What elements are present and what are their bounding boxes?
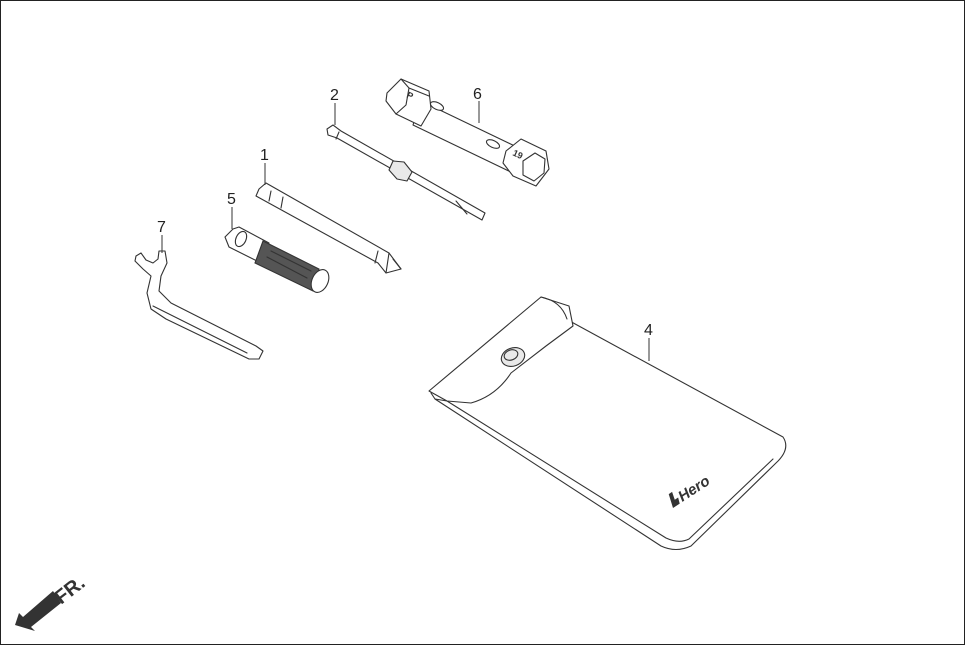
callout-2: 2 (330, 87, 339, 104)
part-1-screwdriver-bit (255, 182, 402, 274)
arrow-down-left-icon (15, 591, 61, 631)
front-direction-indicator: FR. (15, 572, 89, 631)
callout-5: 5 (227, 191, 236, 208)
part-7-hook-spanner (134, 250, 264, 360)
callout-6: 6 (473, 86, 482, 103)
part-6-box-wrench: P 19 (385, 78, 550, 187)
part-2-screwdriver-shaft (326, 124, 486, 221)
part-5-screwdriver-handle (224, 226, 330, 293)
callout-7: 7 (157, 219, 166, 236)
wrench-marking-19: 19 (511, 148, 524, 161)
callout-4: 4 (644, 322, 653, 339)
wrench-marking-p: P (405, 90, 415, 102)
callout-1: 1 (260, 147, 269, 164)
part-4-tool-pouch: Hero (428, 296, 787, 551)
